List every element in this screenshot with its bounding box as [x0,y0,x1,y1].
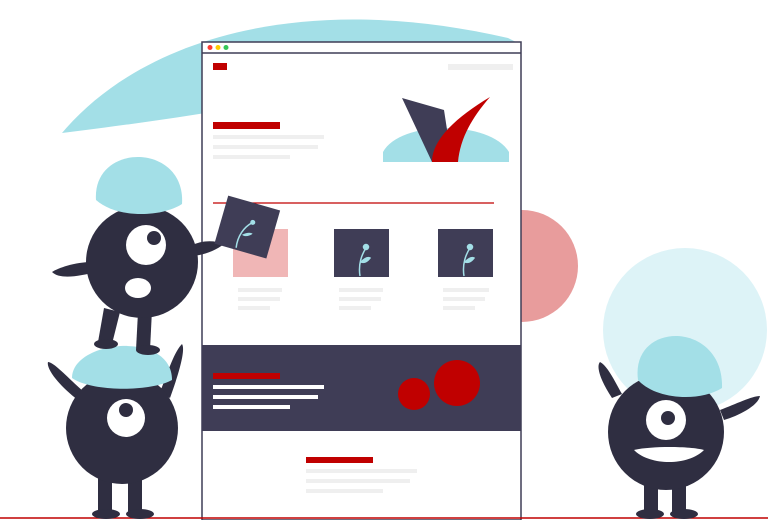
site-logo [213,63,227,70]
hero-text-line [213,135,324,139]
hero-heading-bar [213,122,280,129]
band-text-line [213,395,318,399]
browser-close-dot [207,45,213,50]
footer-heading-bar [306,457,373,463]
band-red-circle-large [434,360,480,406]
browser-maximize-dot [223,45,229,50]
band-text-line [213,405,290,409]
hero-text-line [213,145,318,149]
feature-card-image [438,229,493,277]
hero-text-line [213,155,290,159]
band-text-line [213,385,324,389]
nav-placeholder-bar [448,64,513,70]
plant-icon [358,243,372,277]
tilted-image-card [214,195,281,259]
hero-gauge-graphic [383,97,509,162]
band-heading-bar [213,373,280,379]
monster-top-left [52,156,224,355]
card-text-lines [238,288,489,310]
footer-text-line [306,489,383,493]
monster-right [598,248,767,519]
footer-text-line [306,479,410,483]
footer-text-line [306,469,417,473]
plant-icon [462,243,476,277]
monster-bottom-left [47,344,184,519]
band-red-circle-small [398,378,430,410]
browser-minimize-dot [215,45,221,50]
feature-card-image [334,229,389,277]
